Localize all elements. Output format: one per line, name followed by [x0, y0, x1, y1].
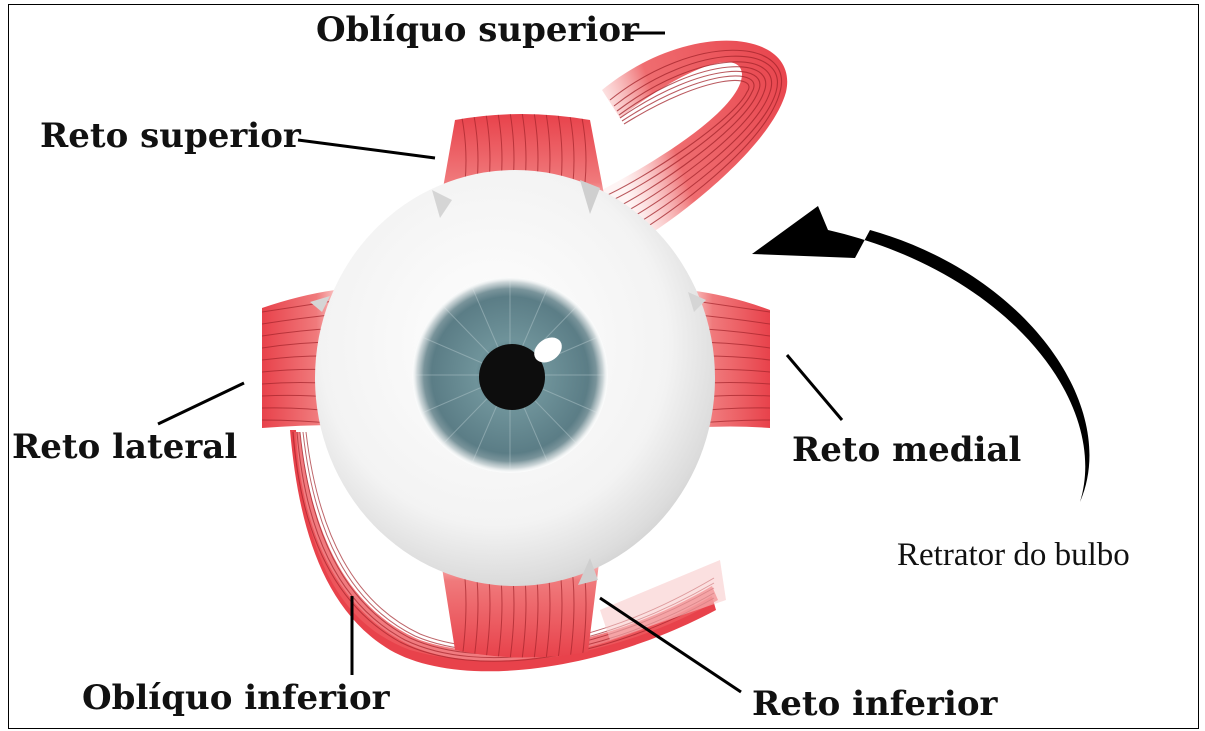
- leader-reto-medial: [787, 355, 842, 420]
- leader-reto-lateral: [158, 383, 244, 424]
- label-reto-medial: Reto medial: [792, 430, 1021, 470]
- leader-reto-superior: [298, 140, 435, 158]
- label-reto-lateral: Reto lateral: [12, 427, 237, 467]
- label-reto-inferior: Reto inferior: [752, 684, 997, 724]
- label-reto-superior: Reto superior: [40, 116, 301, 156]
- label-retrator-do-bulbo: Retrator do bulbo: [897, 537, 1130, 574]
- label-obliquo-superior: Oblíquo superior: [316, 10, 639, 50]
- label-obliquo-inferior: Oblíquo inferior: [82, 678, 390, 718]
